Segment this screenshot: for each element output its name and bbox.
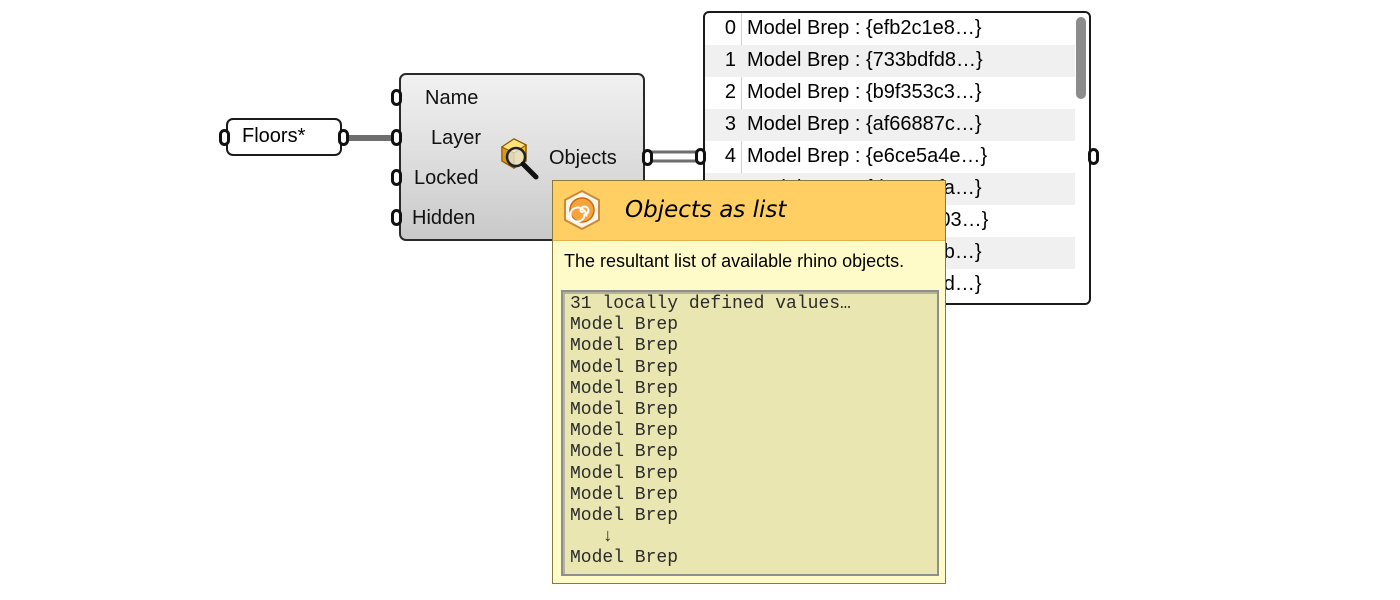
input-grip-name[interactable] <box>391 89 402 106</box>
row-value: Model Brep : {733bdfd8…} <box>747 49 983 71</box>
list-row-3[interactable]: 3 Model Brep : {af66887c…} <box>705 109 1075 141</box>
row-value: Model Brep : {e6ce5a4e…} <box>747 145 988 167</box>
row-value: Model Brep : {af66887c…} <box>747 113 982 135</box>
row-index: 0 <box>724 17 736 39</box>
row-index: 3 <box>724 113 736 135</box>
value-line: Model Brep <box>570 484 679 505</box>
list-row-2[interactable]: 2 Model Brep : {b9f353c3…} <box>705 77 1075 109</box>
value-line: Model Brep <box>570 399 679 420</box>
value-line: Model Brep <box>570 315 679 336</box>
row-value: Model Brep : {b9f353c3…} <box>747 81 982 103</box>
list-row-0[interactable]: 0 Model Brep : {efb2c1e8…} <box>705 13 1075 45</box>
spiral-hexagon-icon <box>564 189 600 231</box>
index-column <box>705 13 742 303</box>
input-label-locked: Locked <box>414 167 479 189</box>
value-line-last: Model Brep <box>570 548 679 569</box>
floors-panel[interactable]: Floors* <box>226 118 342 156</box>
panel-input-grip[interactable] <box>219 129 230 146</box>
value-line: Model Brep <box>570 463 679 484</box>
list-row-4[interactable]: 4 Model Brep : {e6ce5a4e…} <box>705 141 1075 173</box>
row-index: 1 <box>724 49 736 71</box>
input-grip-layer[interactable] <box>391 129 402 146</box>
list-panel-input-grip[interactable] <box>695 148 706 165</box>
tooltip-objects-as-list: Objects as list The resultant list of av… <box>552 180 946 584</box>
value-line: Model Brep <box>570 505 679 526</box>
value-line: Model Brep <box>570 357 679 378</box>
list-scrollbar[interactable] <box>1076 17 1086 99</box>
tooltip-header: Objects as list <box>553 181 945 241</box>
list-panel-output-grip[interactable] <box>1088 148 1099 165</box>
value-line: Model Brep <box>570 336 679 357</box>
row-value: Model Brep : {efb2c1e8…} <box>747 17 982 39</box>
row-index: 4 <box>724 145 736 167</box>
input-grip-locked[interactable] <box>391 169 402 186</box>
tooltip-values-box: 31 locally defined values… Model Brep Mo… <box>561 290 939 576</box>
output-grip-objects[interactable] <box>642 149 653 166</box>
output-label-objects: Objects <box>549 147 617 169</box>
input-label-hidden: Hidden <box>412 207 476 229</box>
tooltip-description: The resultant list of available rhino ob… <box>564 251 905 271</box>
query-objects-component[interactable]: Name Layer Locked Hidden Objects <box>399 73 645 241</box>
ellipsis-arrow: ↓ <box>570 527 614 548</box>
floors-panel-text: Floors* <box>242 125 306 147</box>
input-grip-hidden[interactable] <box>391 209 402 226</box>
row-index: 2 <box>724 81 736 103</box>
values-summary: 31 locally defined values… <box>570 294 851 314</box>
input-label-name: Name <box>425 87 479 109</box>
list-row-1[interactable]: 1 Model Brep : {733bdfd8…} <box>705 45 1075 77</box>
value-line: Model Brep <box>570 421 679 442</box>
input-label-layer: Layer <box>431 127 482 149</box>
panel-output-grip[interactable] <box>338 129 349 146</box>
tooltip-title: Objects as list <box>625 197 787 223</box>
value-line: Model Brep <box>570 442 679 463</box>
value-line: Model Brep <box>570 378 679 399</box>
object-search-icon <box>501 138 539 180</box>
